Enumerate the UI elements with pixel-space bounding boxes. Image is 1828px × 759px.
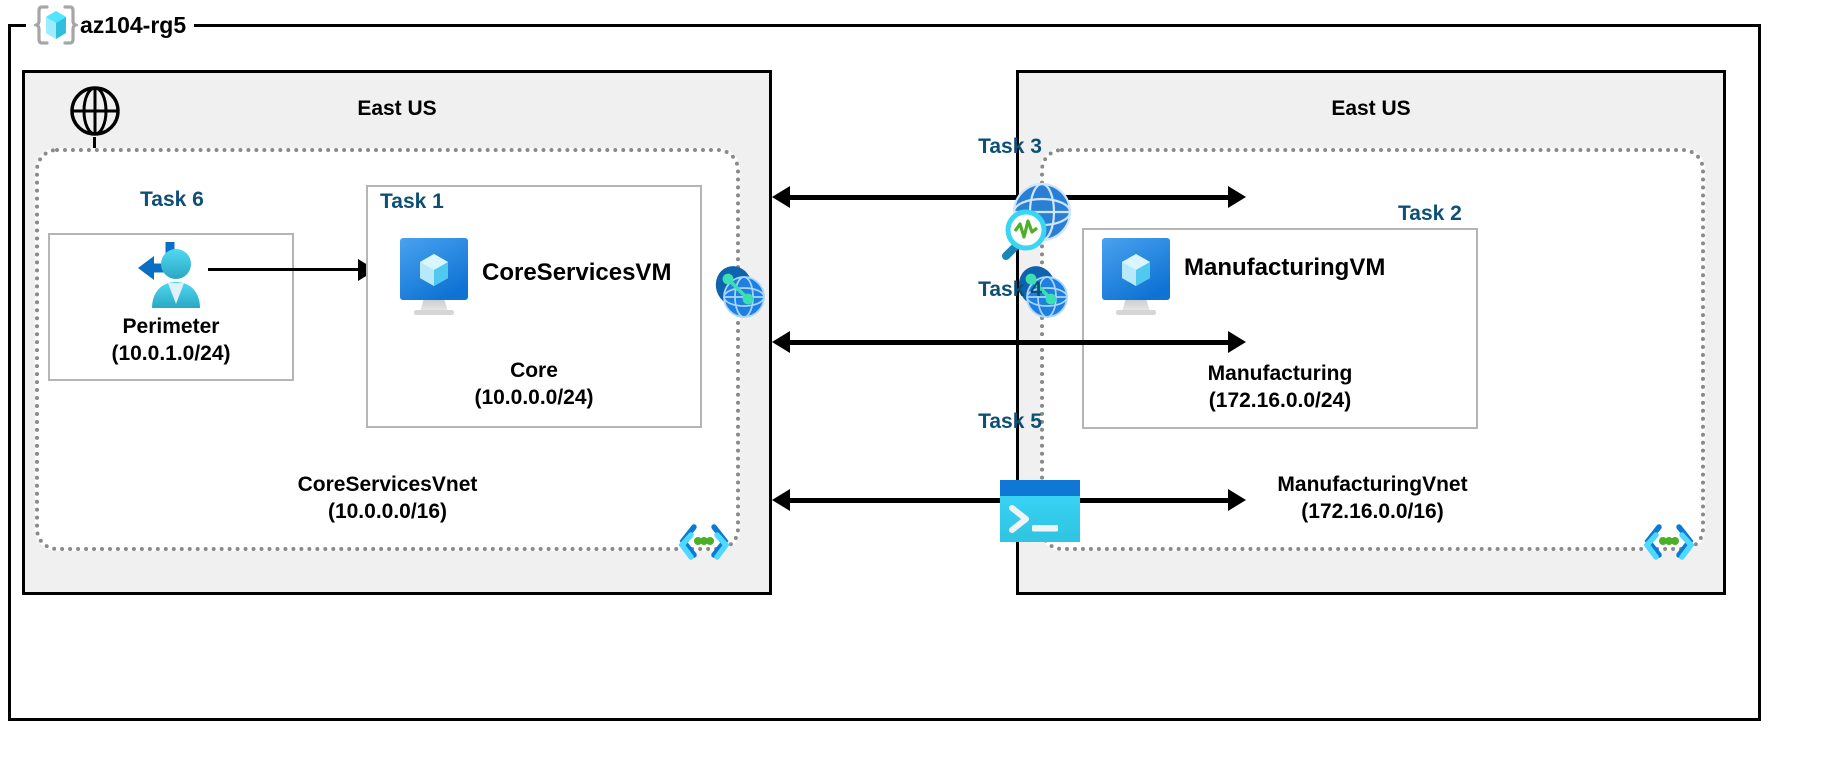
azure-resource-group-icon bbox=[32, 3, 80, 47]
vnet-coreservices-label: CoreServicesVnet (10.0.0.0/16) bbox=[35, 472, 740, 526]
connector-arrowhead-right-task-5 bbox=[1228, 489, 1246, 511]
resource-group-frame bbox=[8, 24, 1761, 721]
connector-arrowhead-left-task-5 bbox=[772, 489, 790, 511]
connector-arrowhead-left-task-3 bbox=[772, 186, 790, 208]
subnet-core-label: Core (10.0.0.0/24) bbox=[366, 358, 702, 412]
region-title-left: East US bbox=[357, 97, 437, 120]
perimeter-to-core-line bbox=[208, 268, 360, 271]
resource-group-name: az104-rg5 bbox=[80, 11, 187, 38]
connector-label-task-3: Task 3 bbox=[978, 135, 1042, 158]
vnet-manufacturing-label: ManufacturingVnet (172.16.0.0/16) bbox=[1040, 472, 1705, 526]
connector-arrowhead-right-task-3 bbox=[1228, 186, 1246, 208]
code-brackets-dns-icon-right bbox=[1643, 521, 1695, 566]
subnet-perimeter-name: Perimeter bbox=[122, 315, 220, 338]
network-watcher-icon bbox=[990, 180, 1082, 271]
vm-name-coreservices: CoreServicesVM bbox=[482, 259, 672, 286]
virtual-machine-icon-right bbox=[1100, 236, 1172, 325]
bastion-user-icon bbox=[130, 241, 212, 327]
vm-name-manufacturing: ManufacturingVM bbox=[1184, 254, 1386, 281]
vnet-peering-icon-right bbox=[1012, 262, 1074, 329]
cloud-shell-terminal-icon bbox=[1000, 480, 1080, 547]
globe-icon bbox=[68, 84, 122, 143]
vnet-peering-icon-left bbox=[709, 262, 771, 329]
connector-line-task-3 bbox=[790, 195, 1230, 200]
code-brackets-dns-icon bbox=[678, 521, 730, 566]
subnet-perimeter-label: Perimeter (10.0.1.0/24) bbox=[48, 314, 294, 368]
connector-line-task-4 bbox=[790, 340, 1230, 345]
subnet-core-name: Core bbox=[510, 359, 558, 382]
connector-arrowhead-right-task-4 bbox=[1228, 331, 1246, 353]
subnet-core-cidr: (10.0.0.0/24) bbox=[474, 385, 594, 409]
connector-label-task-4: Task 4 bbox=[978, 278, 1042, 301]
subnet-manufacturing-cidr: (172.16.0.0/24) bbox=[1208, 388, 1352, 412]
vnet-manufacturing-cidr: (172.16.0.0/16) bbox=[1301, 499, 1444, 523]
connector-label-task-5: Task 5 bbox=[978, 410, 1042, 433]
virtual-machine-icon bbox=[398, 236, 470, 325]
subnet-manufacturing-label: Manufacturing (172.16.0.0/24) bbox=[1082, 361, 1478, 415]
task-tag-6: Task 6 bbox=[140, 188, 204, 211]
region-title-right: East US bbox=[1331, 97, 1411, 120]
subnet-perimeter-cidr: (10.0.1.0/24) bbox=[111, 341, 231, 365]
task-tag-2: Task 2 bbox=[1398, 202, 1462, 225]
resource-group-header: az104-rg5 bbox=[26, 5, 195, 45]
vnet-manufacturing-name: ManufacturingVnet bbox=[1277, 473, 1468, 496]
vnet-coreservices-cidr: (10.0.0.0/16) bbox=[327, 499, 448, 523]
task-tag-1: Task 1 bbox=[380, 190, 444, 213]
subnet-manufacturing-name: Manufacturing bbox=[1207, 362, 1353, 385]
vnet-coreservices-name: CoreServicesVnet bbox=[297, 473, 478, 496]
connector-arrowhead-left-task-4 bbox=[772, 331, 790, 353]
